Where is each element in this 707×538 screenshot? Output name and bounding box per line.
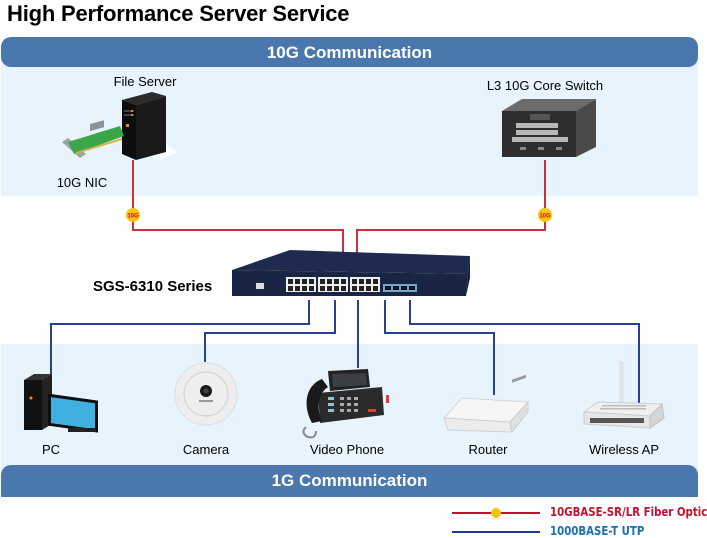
1g-communication-band: 1G Communication — [1, 465, 698, 497]
core-switch-label: L3 10G Core Switch — [486, 78, 604, 93]
fiber-badge-left: 10G — [126, 208, 140, 222]
nic-card-icon — [62, 120, 124, 158]
router-icon — [442, 374, 530, 434]
fiber-link-file-server — [132, 160, 344, 258]
utp-link-wireless-ap — [409, 300, 640, 403]
sgs-6310-switch-icon — [232, 250, 470, 296]
10g-communication-band: 10G Communication — [1, 37, 698, 67]
nic-label: 10G NIC — [56, 175, 108, 190]
wireless-ap-label: Wireless AP — [588, 442, 660, 457]
pc-label: PC — [41, 442, 61, 457]
switch-model-label: SGS-6310 Series — [93, 278, 213, 295]
legend-swatches — [452, 508, 540, 533]
legend-fiber-badge — [491, 508, 501, 518]
camera-label: Camera — [182, 442, 230, 457]
file-server-icon — [62, 92, 178, 160]
fiber-badge-label: 10G — [127, 214, 139, 220]
page-title: High Performance Server Service — [7, 1, 350, 26]
video-phone-icon — [302, 369, 389, 439]
fiber-link-core-switch — [356, 160, 546, 258]
wireless-ap-icon — [582, 361, 665, 429]
legend: 10GBASE-SR/LR Fiber Optic 1000BASE-T UTP — [450, 503, 707, 538]
utp-link-camera — [204, 300, 336, 362]
legend-fiber-label: 10GBASE-SR/LR Fiber Optic — [550, 505, 707, 519]
utp-link-router — [384, 300, 495, 395]
legend-utp-label: 1000BASE-T UTP — [550, 524, 645, 538]
fiber-badge-right: 10G — [538, 208, 552, 222]
fiber-badge-label: 10G — [539, 214, 551, 220]
camera-icon — [174, 362, 238, 426]
pc-icon — [24, 374, 98, 433]
router-label: Router — [468, 442, 508, 457]
file-server-label: File Server — [113, 74, 177, 89]
video-phone-label: Video Phone — [309, 442, 385, 457]
core-switch-icon — [502, 99, 596, 157]
utp-link-pc — [50, 300, 310, 375]
